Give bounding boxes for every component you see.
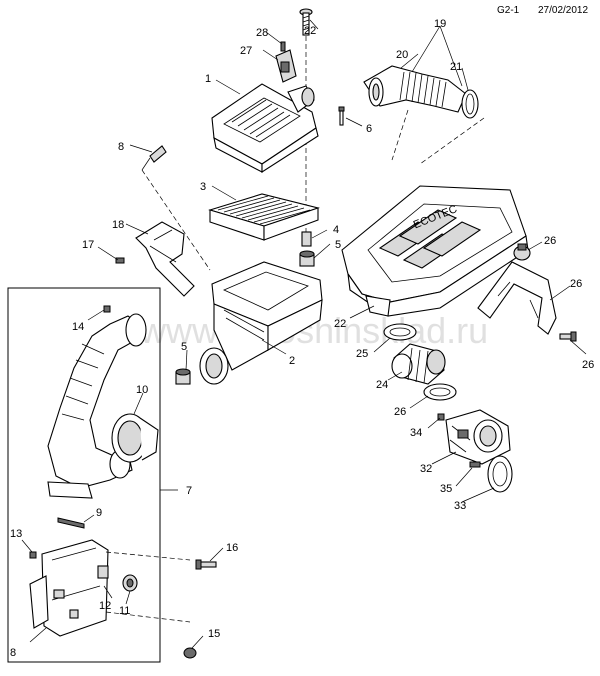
diagram-code: G2-1: [497, 5, 520, 16]
callout-31: 28: [256, 27, 268, 39]
pin-8: [141, 145, 167, 171]
callout-30: 27: [240, 45, 252, 57]
group-9-frame: [7, 287, 161, 663]
callout-8: 8: [118, 141, 124, 153]
callout-13: 11: [119, 605, 130, 617]
connector-5-lower: [175, 368, 191, 385]
air-cleaner-housing-2: [199, 261, 323, 385]
bolt-29: [559, 331, 577, 342]
throttle-body-32: [445, 409, 511, 465]
nut-17: [183, 647, 197, 659]
bracket-19: [135, 221, 195, 297]
screw-15: [29, 551, 37, 559]
callout-29: 26: [582, 359, 594, 371]
clamp-23: [461, 89, 479, 119]
resonator-box-10: [29, 539, 109, 637]
callout-24: 22: [334, 318, 346, 330]
bolt-18: [195, 559, 217, 570]
grommet-13: [122, 574, 138, 592]
screw-16: [103, 305, 111, 313]
callout-20: 17: [82, 239, 94, 251]
callout-21: 19: [434, 18, 446, 30]
gasket-35: [469, 461, 481, 468]
sensor-30: [275, 49, 297, 83]
callout-28: 26: [544, 235, 556, 247]
callout-7: 22: [304, 25, 316, 37]
bolt-6: [338, 106, 345, 126]
callout-12: 10: [136, 384, 148, 396]
callout-35: 35: [440, 483, 452, 495]
callout-17: 15: [208, 628, 220, 640]
inlet-duct-22: [363, 65, 467, 113]
callout-6: 6: [366, 123, 372, 135]
callout-15: 13: [10, 528, 22, 540]
callout-26-upper: 25: [356, 348, 368, 360]
callout-4: 4: [333, 224, 339, 236]
callout-18: 16: [226, 542, 238, 554]
screw-31: [280, 41, 286, 52]
callout-33: 33: [454, 500, 466, 512]
callout-5-upper: 5: [335, 239, 341, 251]
callout-26-lower: 26: [394, 406, 406, 418]
callout-22: 20: [396, 49, 408, 61]
callout-1: 1: [205, 73, 211, 85]
callout-14: 12: [99, 600, 111, 612]
callout-25: 24: [376, 379, 388, 391]
gasket-33: [487, 455, 513, 493]
bolt-7: [299, 8, 313, 36]
engine-cover-24: ECOTEC: [341, 185, 529, 317]
clamp-26-lower: [423, 383, 457, 401]
clamp-26-upper: [383, 323, 417, 341]
grommet-5-upper: [299, 250, 315, 267]
filter-element-3: [208, 193, 320, 241]
callout-32: 32: [420, 463, 432, 475]
cover-bracket-27: [477, 261, 557, 335]
callout-27: 26: [570, 278, 582, 290]
mount-28: [513, 243, 531, 261]
callout-10: 8: [10, 647, 16, 659]
air-cleaner-lid-1: [211, 83, 319, 174]
callout-2: 2: [289, 355, 295, 367]
diagram-date: 27/02/2012: [538, 5, 588, 16]
callout-19: 18: [112, 219, 124, 231]
callout-3: 3: [200, 181, 206, 193]
clip-11: [57, 517, 85, 529]
coupler-25: [391, 343, 446, 385]
resonator-cap-12: [111, 413, 159, 463]
callout-34: 34: [410, 427, 422, 439]
callout-16: 14: [72, 321, 84, 333]
screw-34: [437, 413, 445, 421]
screw-20: [115, 257, 125, 264]
callout-5-lower: 5: [181, 341, 187, 353]
grommet-4: [301, 231, 312, 247]
callout-23: 21: [450, 61, 462, 73]
resonator-duct: [47, 313, 147, 499]
callout-11: 9: [96, 507, 102, 519]
callout-9: 7: [186, 485, 192, 497]
